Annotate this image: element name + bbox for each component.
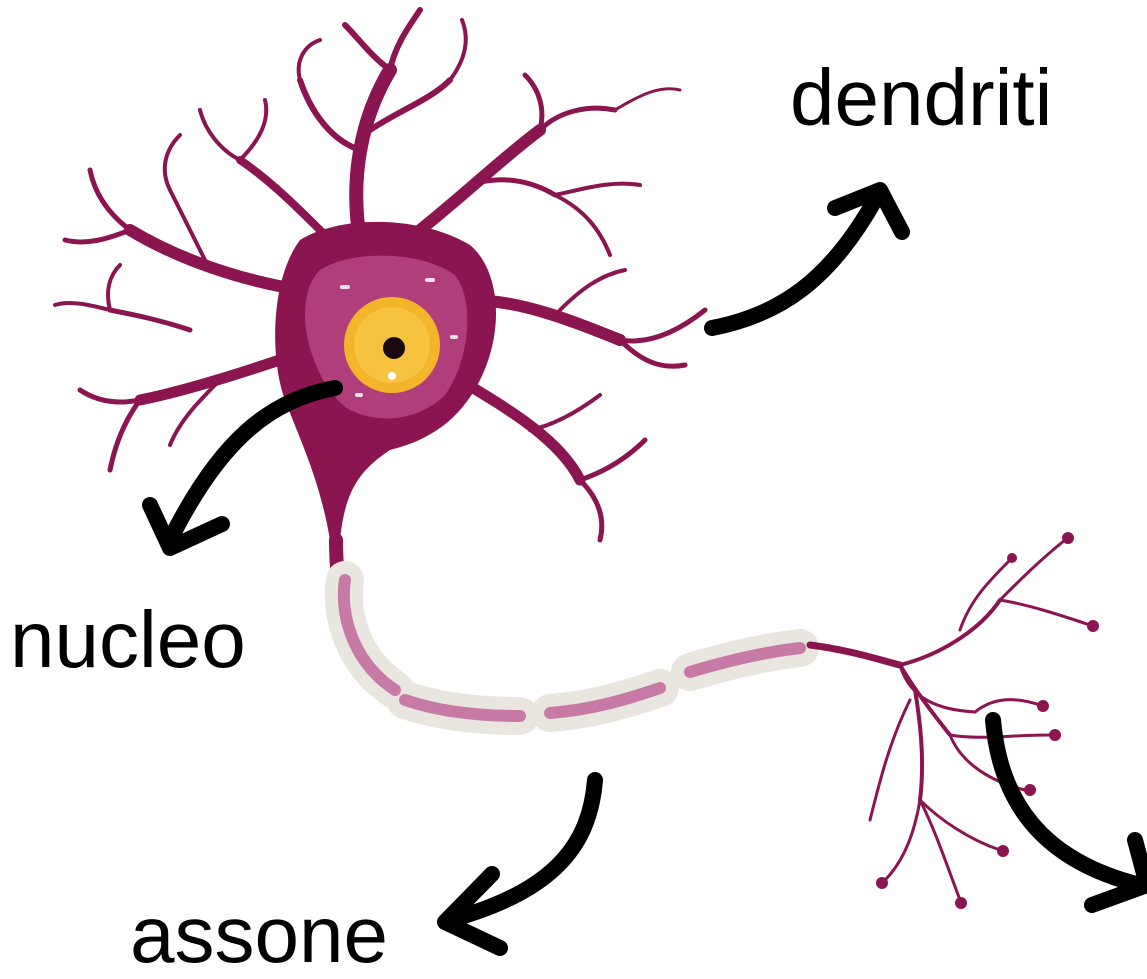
label-axon: assone	[130, 895, 388, 975]
dendrites-arrow-icon	[712, 200, 875, 328]
cell-body	[275, 222, 496, 540]
nucleolus-dot	[383, 337, 405, 359]
terminal-arrow-icon	[993, 720, 1140, 885]
label-nucleus: nucleo	[10, 600, 246, 680]
label-dendrites: dendriti	[790, 58, 1052, 138]
axon	[336, 540, 810, 716]
